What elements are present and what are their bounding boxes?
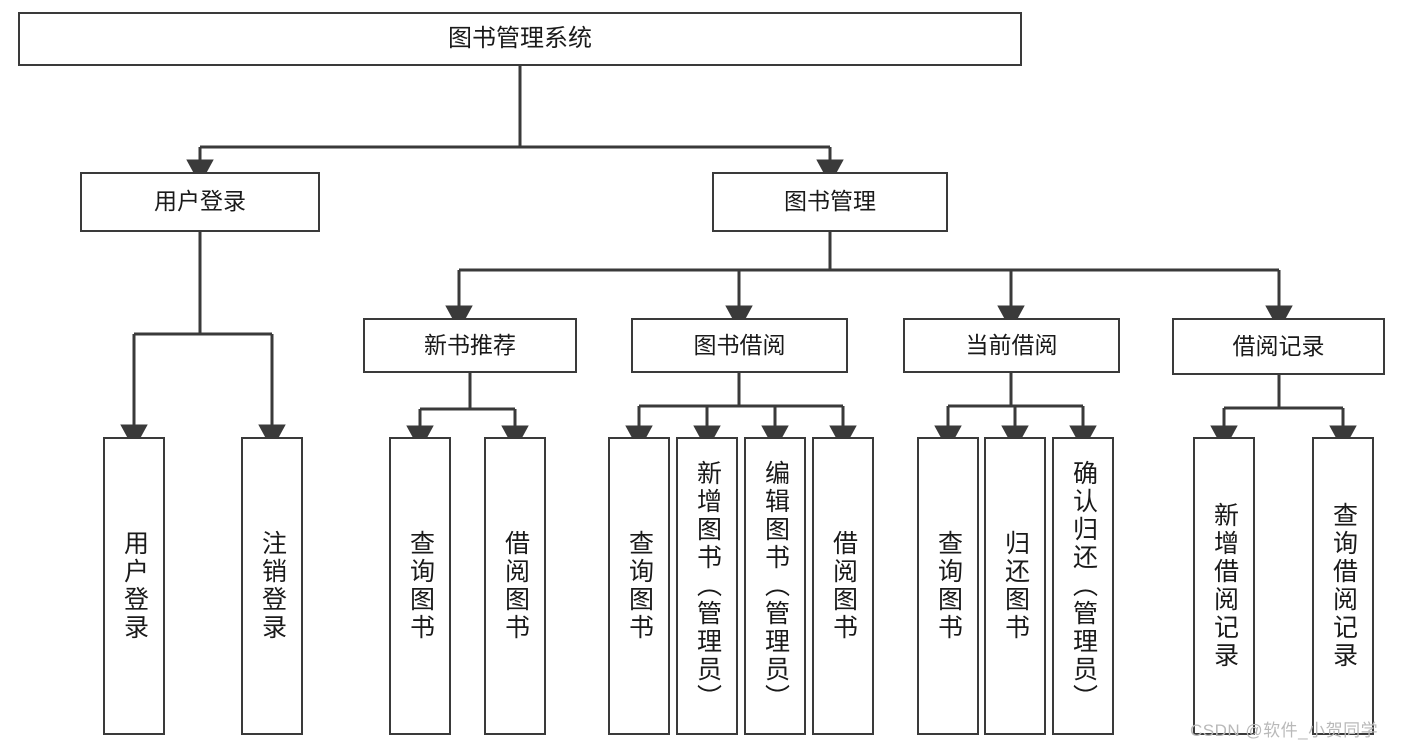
node-book-borrow-label: 图书借阅: [693, 331, 786, 358]
node-leaf-add-record-label: 新增借阅记录: [1210, 502, 1239, 670]
node-leaf-borrow-book-2-label: 借阅图书: [829, 530, 858, 642]
node-borrow-record[interactable]: 借阅记录: [1172, 318, 1385, 375]
node-leaf-query-record[interactable]: 查询借阅记录: [1312, 437, 1374, 735]
node-user-login-label: 用户登录: [154, 188, 246, 215]
node-new-book-recommend-label: 新书推荐: [424, 331, 516, 358]
node-leaf-query-book-2[interactable]: 查询图书: [608, 437, 670, 735]
node-current-borrow-label: 当前借阅: [965, 331, 1058, 358]
node-leaf-query-book-3[interactable]: 查询图书: [917, 437, 979, 735]
node-new-book-recommend[interactable]: 新书推荐: [363, 318, 577, 373]
node-leaf-borrow-book-1[interactable]: 借阅图书: [484, 437, 546, 735]
node-leaf-confirm-return-label: 确认归还（管理员）: [1069, 460, 1098, 712]
node-borrow-record-label: 借阅记录: [1232, 332, 1325, 359]
node-leaf-logout-login[interactable]: 注销登录: [241, 437, 303, 735]
node-leaf-query-book-1-label: 查询图书: [406, 530, 435, 642]
node-leaf-edit-book[interactable]: 编辑图书（管理员）: [744, 437, 806, 735]
node-leaf-add-book-label: 新增图书（管理员）: [693, 460, 722, 712]
node-book-management-label: 图书管理: [784, 188, 876, 215]
node-leaf-return-book[interactable]: 归还图书: [984, 437, 1046, 735]
node-leaf-query-book-2-label: 查询图书: [625, 530, 654, 642]
node-leaf-add-book[interactable]: 新增图书（管理员）: [676, 437, 738, 735]
node-current-borrow[interactable]: 当前借阅: [903, 318, 1120, 373]
node-leaf-confirm-return[interactable]: 确认归还（管理员）: [1052, 437, 1114, 735]
node-leaf-edit-book-label: 编辑图书（管理员）: [761, 460, 790, 712]
node-root[interactable]: 图书管理系统: [18, 12, 1022, 66]
node-root-label: 图书管理系统: [448, 24, 592, 52]
node-leaf-logout-login-label: 注销登录: [258, 530, 287, 642]
node-leaf-query-book-3-label: 查询图书: [934, 530, 963, 642]
node-leaf-borrow-book-1-label: 借阅图书: [501, 530, 530, 642]
node-leaf-return-book-label: 归还图书: [1001, 530, 1030, 642]
node-leaf-borrow-book-2[interactable]: 借阅图书: [812, 437, 874, 735]
node-leaf-user-login-label: 用户登录: [120, 530, 149, 642]
node-leaf-query-book-1[interactable]: 查询图书: [389, 437, 451, 735]
watermark-text: CSDN @软件_小贺同学: [1190, 721, 1379, 740]
node-leaf-user-login[interactable]: 用户登录: [103, 437, 165, 735]
node-book-borrow[interactable]: 图书借阅: [631, 318, 848, 373]
node-book-management[interactable]: 图书管理: [712, 172, 948, 232]
node-user-login[interactable]: 用户登录: [80, 172, 320, 232]
node-leaf-query-record-label: 查询借阅记录: [1329, 502, 1358, 670]
node-leaf-add-record[interactable]: 新增借阅记录: [1193, 437, 1255, 735]
